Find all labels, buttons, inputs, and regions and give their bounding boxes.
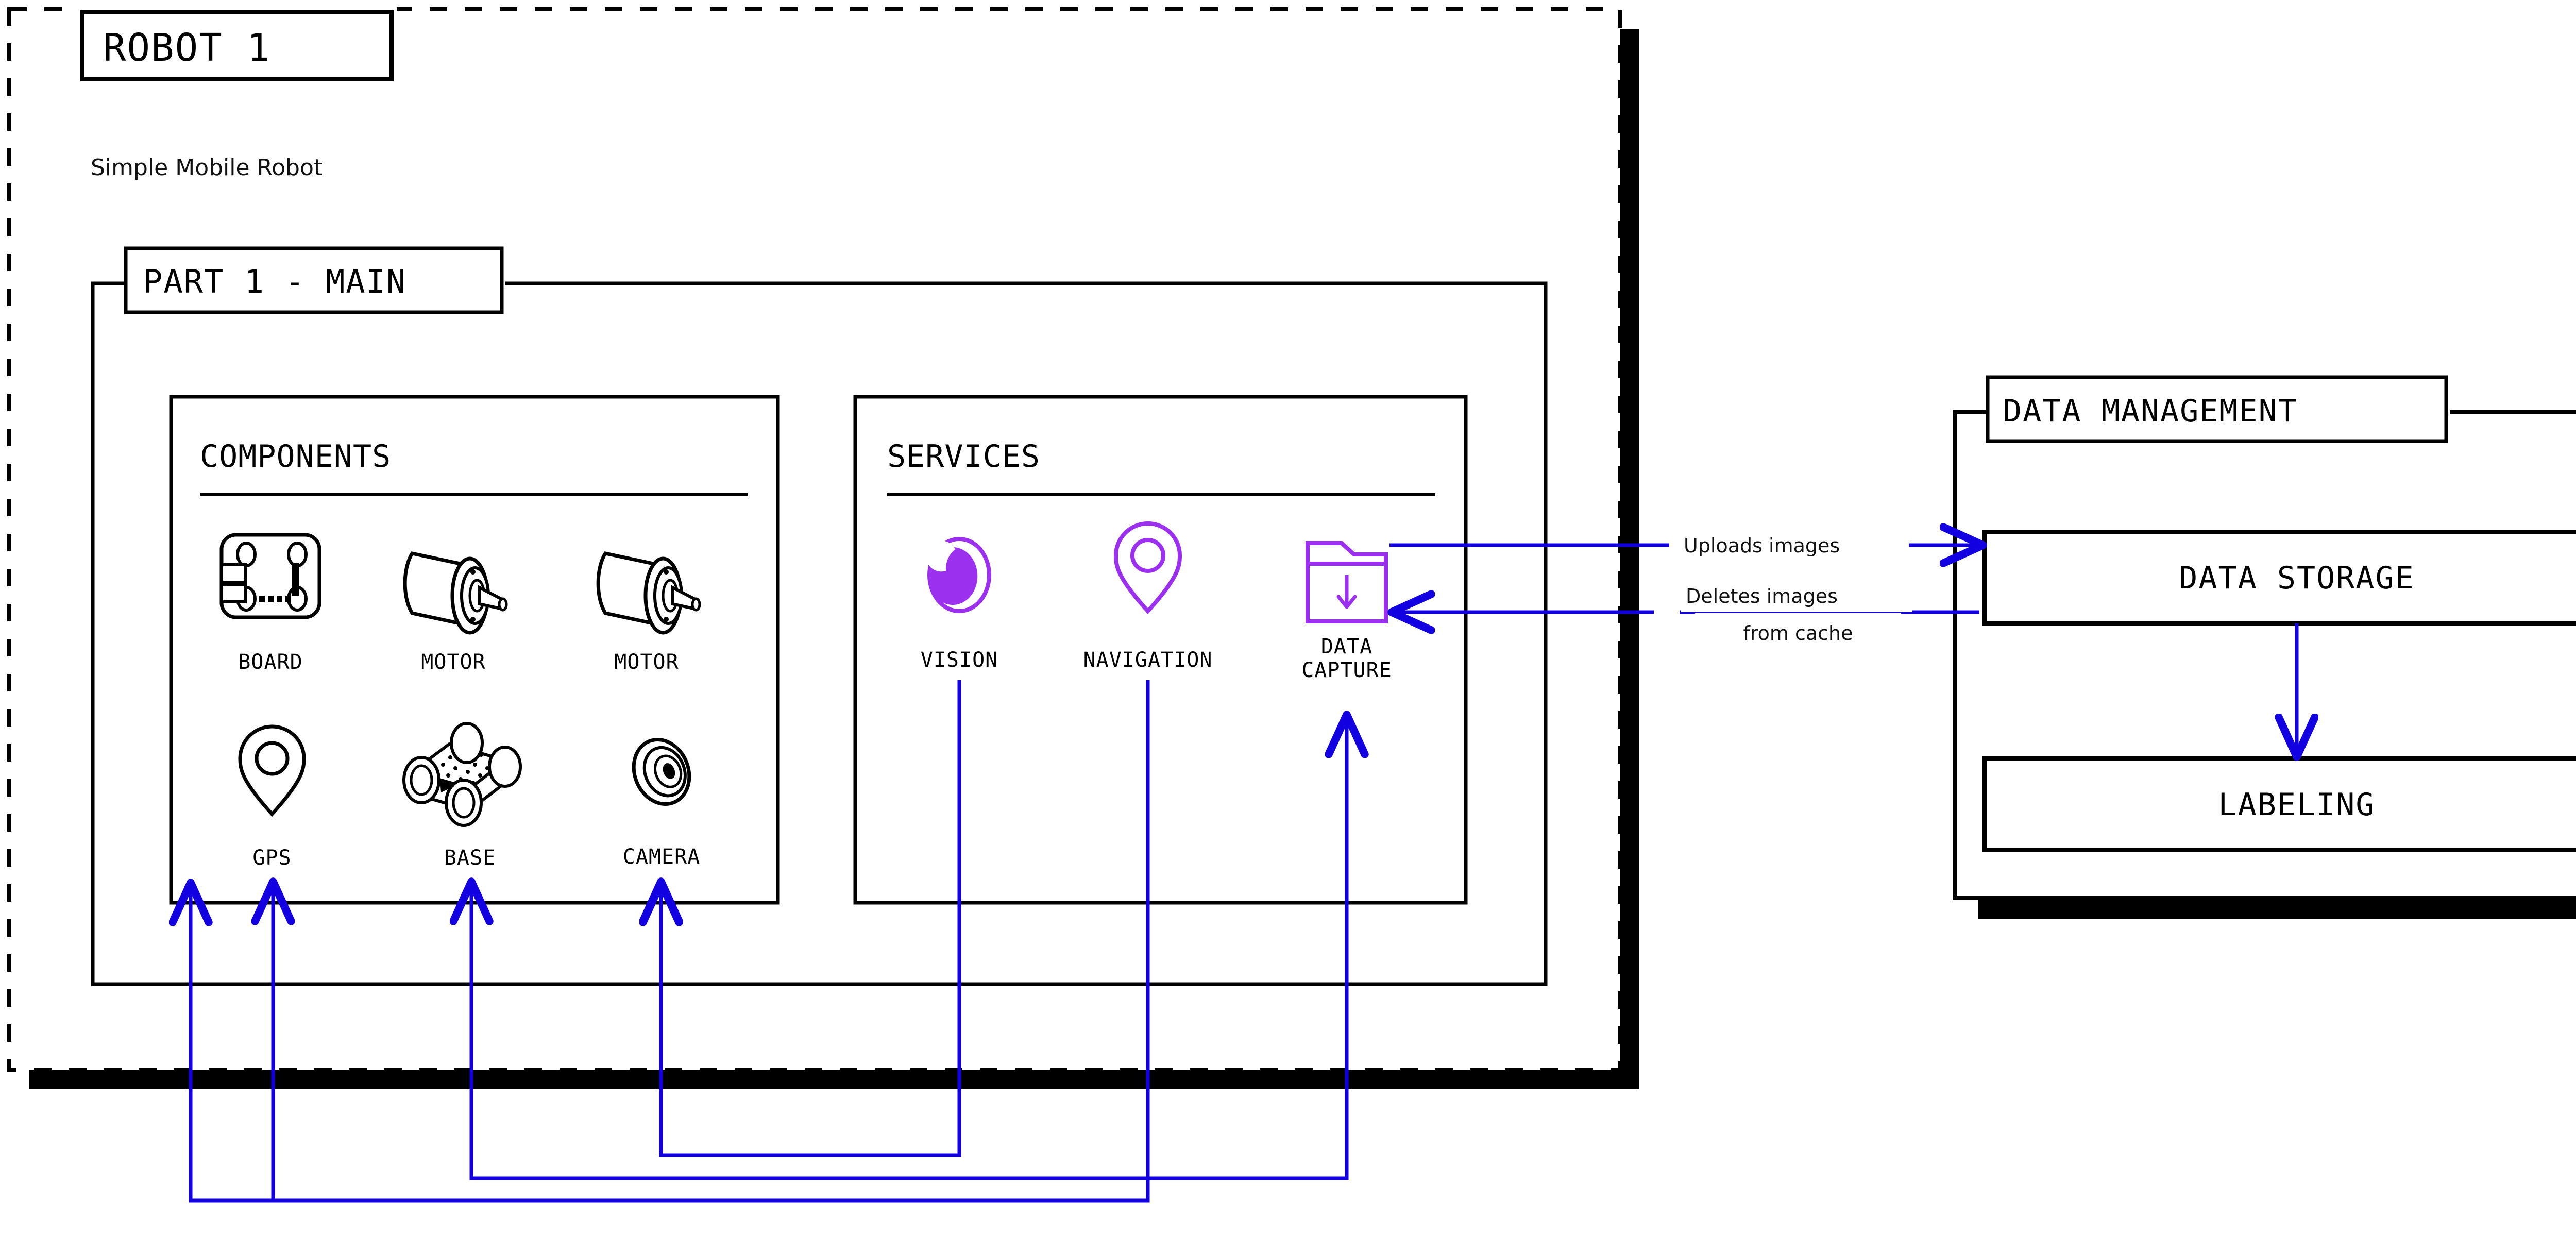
service-label-navigation: NAVIGATION [1083, 648, 1213, 672]
edge-label-uploads-images: Uploads images [1684, 534, 1840, 557]
service-item-navigation[interactable]: NAVIGATION [1083, 521, 1213, 672]
edge-label-from-cache: from cache [1743, 622, 1853, 645]
part-title-box [124, 246, 504, 314]
service-item-vision[interactable]: VISION [921, 537, 998, 672]
labeling-box[interactable] [1982, 756, 2576, 852]
robot-dashed-border [7, 7, 1622, 1072]
robot-subtitle-text: Simple Mobile Robot [91, 155, 323, 181]
motor-icon [596, 551, 701, 635]
map-pin-icon [1113, 521, 1182, 614]
eye-icon [926, 537, 991, 613]
motor-icon [403, 551, 508, 635]
map-pin-icon [238, 724, 306, 817]
component-item-board[interactable]: BOARD [219, 533, 321, 674]
services-panel-title: SERVICES [887, 438, 1040, 475]
component-label-motor-2: MOTOR [614, 650, 679, 674]
component-label-camera: CAMERA [623, 845, 701, 869]
circuit-board-icon [219, 533, 321, 619]
component-item-motor-2[interactable]: MOTOR [596, 551, 701, 674]
component-label-base: BASE [444, 846, 496, 870]
component-label-gps: GPS [252, 846, 291, 870]
component-label-motor-1: MOTOR [421, 650, 485, 674]
part-main-box [91, 281, 1548, 986]
robot-title-text: ROBOT 1 [103, 26, 271, 70]
data-storage-box[interactable] [1982, 530, 2576, 626]
components-panel-title: COMPONENTS [200, 438, 391, 475]
component-item-motor-1[interactable]: MOTOR [403, 551, 508, 674]
service-label-vision: VISION [921, 648, 998, 672]
labeling-label: LABELING [2218, 787, 2376, 823]
component-item-gps[interactable]: GPS [238, 724, 306, 870]
edge-label-deletes-images: Deletes images [1686, 585, 1838, 607]
robot-title-box [80, 10, 394, 81]
data-storage-label: DATA STORAGE [2179, 560, 2414, 596]
component-label-board: BOARD [238, 650, 302, 674]
part-title-text: PART 1 - MAIN [143, 263, 406, 300]
camera-lens-icon [632, 738, 691, 806]
data-management-title-text: DATA MANAGEMENT [2003, 393, 2298, 429]
component-item-base[interactable]: BASE [402, 722, 522, 870]
component-item-camera[interactable]: CAMERA [623, 731, 701, 869]
data-management-title-box [1986, 375, 2448, 443]
robot-base-icon [402, 722, 522, 827]
